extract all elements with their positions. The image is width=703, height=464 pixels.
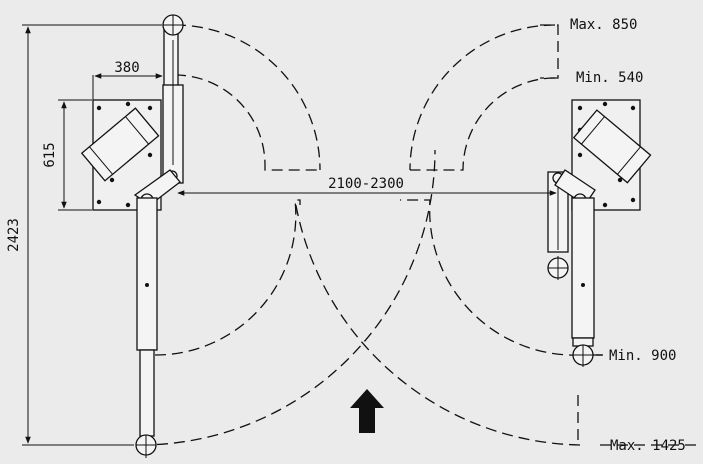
plate-height-dimension: 615 [42,142,58,167]
arm-spread-dimension: 380 [114,60,139,76]
up-arrow-icon [350,389,384,433]
left-long-arm-outer [136,197,158,351]
left-arm-assembly [80,14,184,458]
right-short-arm-max-arc [409,24,556,171]
right-short-arm-stop [540,24,559,79]
max-short-arm-label: Max. 850 [570,17,637,33]
left-short-arm-lower [163,27,179,87]
overall-length-dimension: 2423 [6,218,22,252]
right-short-arm-min-arc [410,77,556,171]
left-long-arm-min-arc [154,199,301,356]
min-short-arm-label: Min. 540 [576,70,643,86]
right-arm-assembly [547,99,652,367]
min-long-arm-label: Min. 900 [609,348,676,364]
right-motor-housing [572,109,652,184]
right-long-arm [571,197,595,339]
column-distance-dimension: 2100-2300 [328,176,404,192]
dimension-lines [22,24,602,446]
left-long-arm-inner [139,349,155,437]
left-motor-housing [80,107,160,182]
right-long-arm-max-arc [294,199,581,446]
left-long-arm-max-arc [139,149,436,446]
swing-arcs [139,24,700,446]
left-short-arm-min-arc [174,74,320,171]
left-short-arm-max-arc [174,24,321,171]
max-long-arm-label: Max. 1425 [610,438,686,454]
right-long-arm-min-arc [400,199,581,356]
